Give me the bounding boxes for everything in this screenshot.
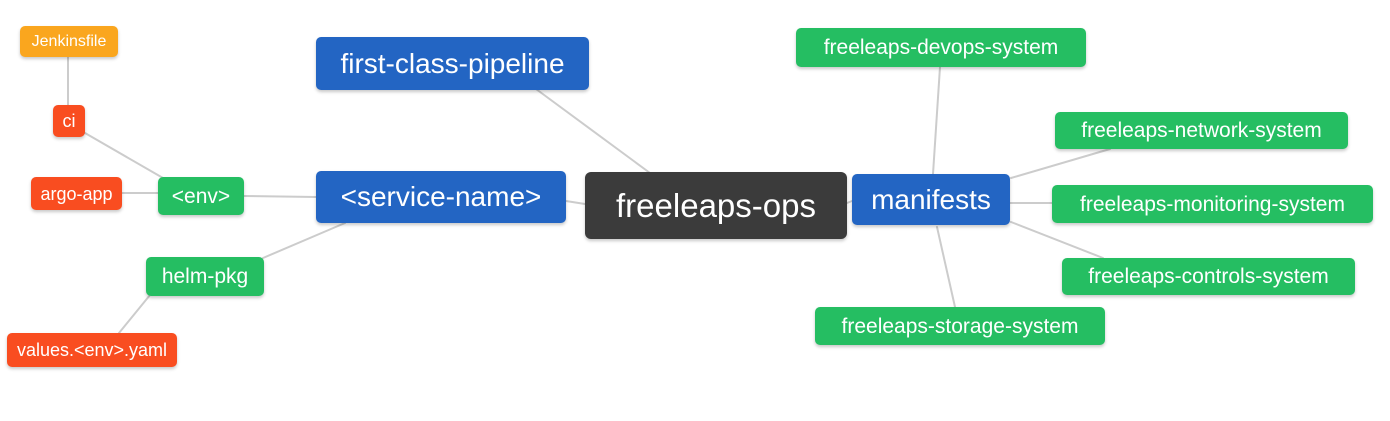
edge-service-name--helm-pkg: [262, 222, 346, 259]
node-ci[interactable]: ci: [53, 105, 85, 137]
node-freeleaps-monitoring-system[interactable]: freeleaps-monitoring-system: [1052, 185, 1373, 223]
node-argo-app[interactable]: argo-app: [31, 177, 122, 210]
node-jenkinsfile[interactable]: Jenkinsfile: [20, 26, 118, 57]
edge-first-class-pipeline--freeleaps-ops: [535, 88, 651, 174]
node-env[interactable]: <env>: [158, 177, 244, 215]
edge-manifests--freeleaps-network-system: [1010, 148, 1111, 179]
node-freeleaps-ops[interactable]: freeleaps-ops: [585, 172, 847, 239]
edge-manifests--freeleaps-storage-system: [936, 226, 956, 308]
edge-ci--env: [84, 132, 164, 179]
node-helm-pkg[interactable]: helm-pkg: [146, 257, 264, 296]
edge-env--service-name: [243, 195, 317, 198]
edge-service-name--freeleaps-ops: [565, 200, 586, 205]
edge-helm-pkg--values-env-yaml: [118, 294, 151, 334]
node-freeleaps-storage-system[interactable]: freeleaps-storage-system: [815, 307, 1105, 345]
node-values-env-yaml[interactable]: values.<env>.yaml: [7, 333, 177, 367]
edge-manifests--freeleaps-devops-system: [932, 66, 941, 175]
node-freeleaps-controls-system[interactable]: freeleaps-controls-system: [1062, 258, 1355, 295]
node-service-name[interactable]: <service-name>: [316, 171, 566, 223]
node-first-class-pipeline[interactable]: first-class-pipeline: [316, 37, 589, 90]
node-freeleaps-devops-system[interactable]: freeleaps-devops-system: [796, 28, 1086, 67]
edge-manifests--freeleaps-controls-system: [1010, 221, 1104, 259]
node-freeleaps-network-system[interactable]: freeleaps-network-system: [1055, 112, 1348, 149]
node-manifests[interactable]: manifests: [852, 174, 1010, 225]
